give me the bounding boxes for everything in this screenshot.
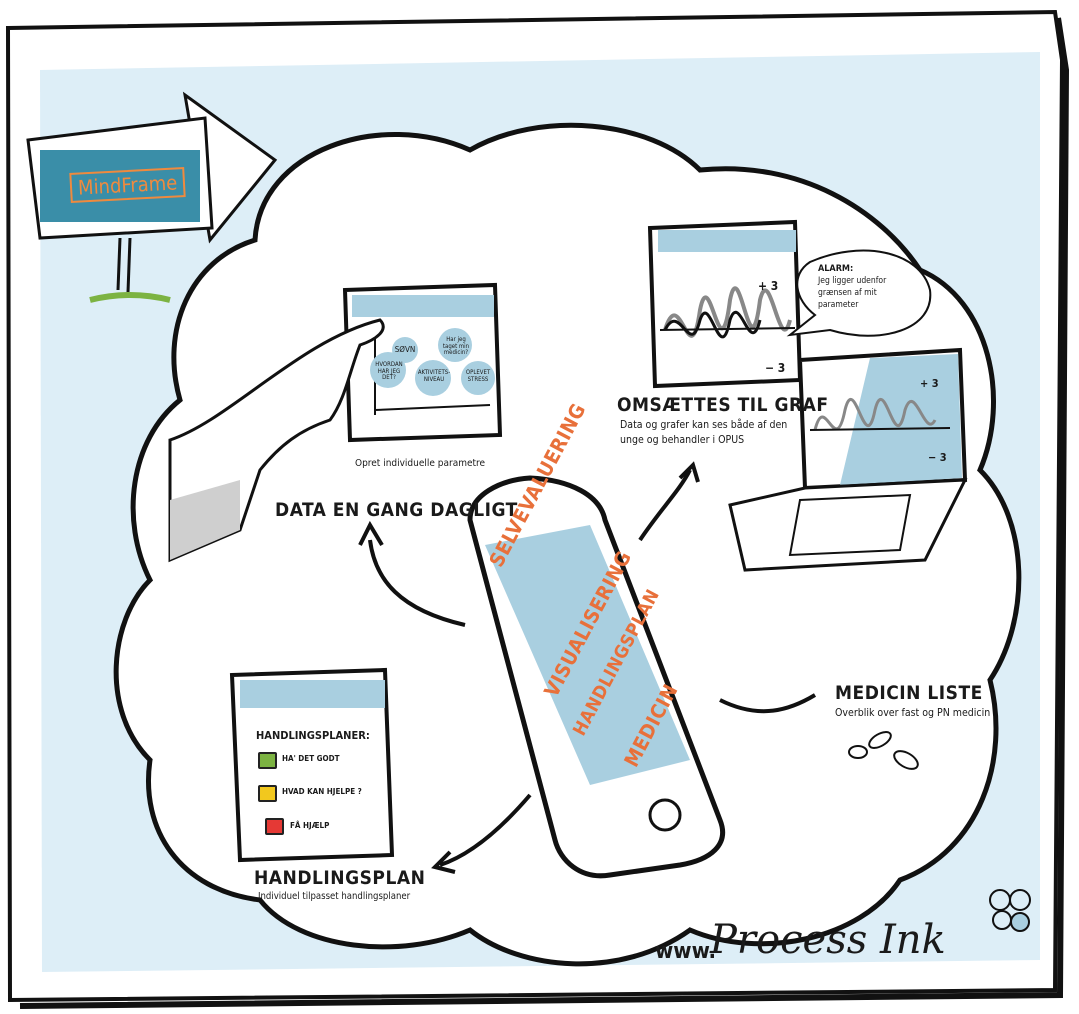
arrow-to-data <box>368 539 466 627</box>
tablet-data <box>342 282 503 443</box>
graph-desc-1: Data og grafer kan ses både af den <box>620 419 788 431</box>
bubble-sovn: SØVN <box>394 345 416 354</box>
plan-green-square <box>258 752 277 769</box>
bubble-aktivitet: AKTIVITETS-NIVEAU <box>417 369 451 383</box>
tablet-plus-label: + 3 <box>758 279 779 293</box>
mindframe-sign <box>26 91 278 303</box>
alarm-speech-bubble <box>786 249 932 337</box>
alarm-line-3: parameter <box>818 300 859 310</box>
data-caption: Opret individuelle parametre <box>355 458 486 469</box>
data-title: DATA EN GANG DAGLIGT <box>275 499 518 521</box>
plan-item-3: FÅ HJÆLP <box>290 821 330 830</box>
page-frame <box>5 9 1065 1003</box>
medicine-desc: Overblik over fast og PN medicin <box>835 707 991 719</box>
plan-item-2: HVAD KAN HJELPE ? <box>282 787 362 796</box>
alarm-title: ALARM: <box>818 264 854 274</box>
mindframe-logo-text: MindFrame <box>69 167 186 203</box>
graph-desc-2: unge og behandler i OPUS <box>620 434 745 446</box>
arrow-to-medicine <box>719 693 817 714</box>
bubble-medicin: Har jeg taget min medicin? <box>442 336 470 357</box>
signature-name: Process Ink <box>710 917 946 963</box>
pills-icon <box>848 731 919 770</box>
plan-heading: HANDLINGSPLANER: <box>256 729 370 742</box>
laptop-minus-label: − 3 <box>928 451 947 464</box>
laptop <box>728 347 968 572</box>
bubble-stress: OPLEVET STRESS <box>465 369 491 383</box>
butterfly-icon <box>989 889 1031 932</box>
plan-title: HANDLINGSPLAN <box>254 867 426 889</box>
laptop-plus-label: + 3 <box>920 377 939 390</box>
arrow-to-graph <box>638 469 692 542</box>
arrow-to-plan <box>439 793 532 867</box>
bubble-hvordan: HVORDAN HAR JEG DET? <box>375 361 403 382</box>
plan-red-square <box>265 818 284 835</box>
plan-yellow-square <box>258 785 277 802</box>
plan-item-1: HA' DET GODT <box>282 754 340 763</box>
central-phone <box>467 475 726 879</box>
tablet-minus-label: − 3 <box>765 361 786 375</box>
graph-title: OMSÆTTES TIL GRAF <box>617 394 829 416</box>
signature-prefix: www. <box>655 939 716 964</box>
plan-desc: Individuel tilpasset handlingsplaner <box>258 891 411 902</box>
alarm-line-1: Jeg ligger udenfor <box>818 276 887 286</box>
medicine-title: MEDICIN LISTE <box>835 682 983 704</box>
alarm-line-2: grænsen af mit <box>818 288 877 298</box>
tablet-plan <box>229 667 395 863</box>
